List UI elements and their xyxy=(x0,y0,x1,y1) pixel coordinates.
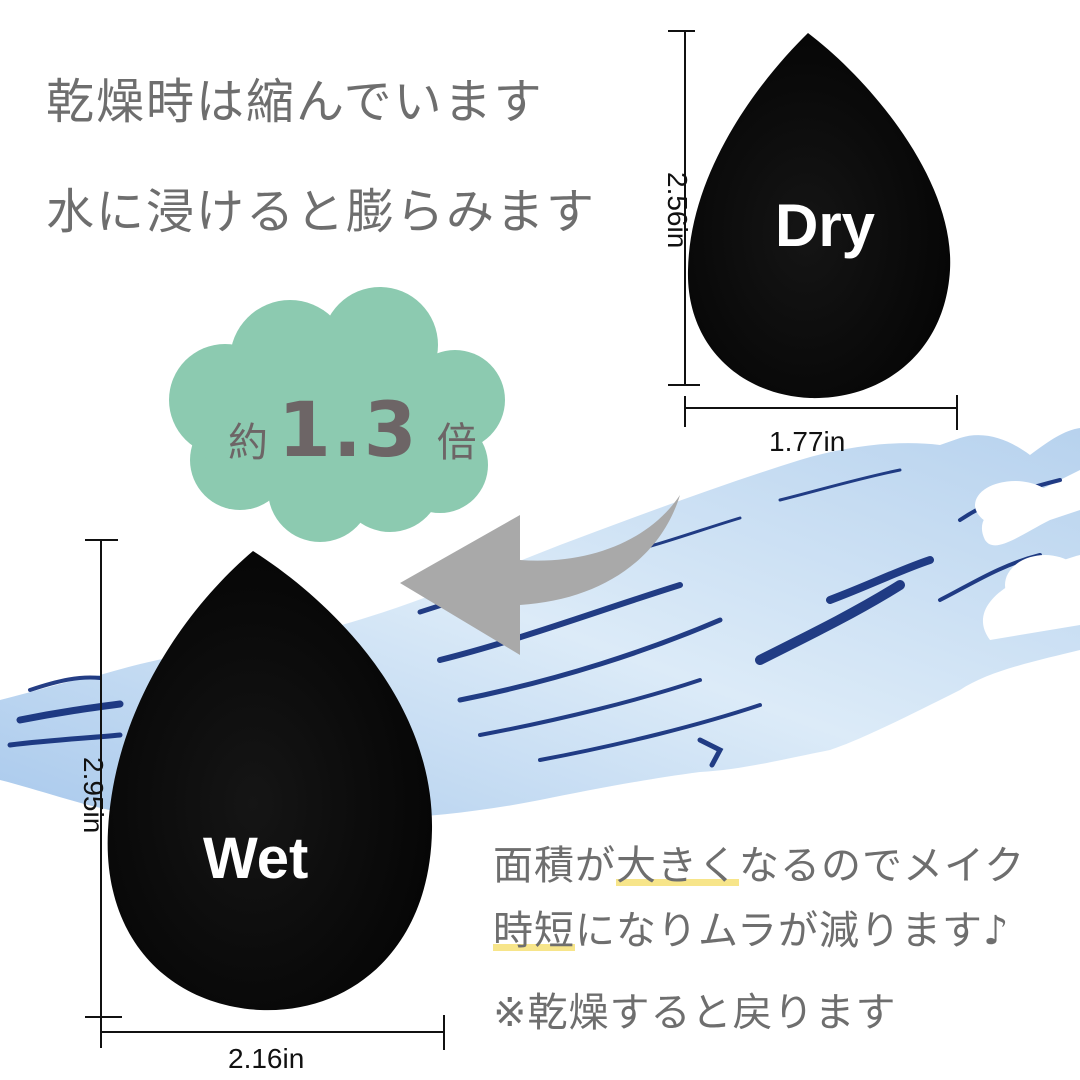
expansion-ratio-badge: 約 1.3 倍 xyxy=(228,385,477,474)
wet-sponge-image xyxy=(107,551,433,1011)
wet-height-label: 2.95in xyxy=(78,757,109,834)
wet-label: Wet xyxy=(203,826,309,891)
dry-height-label: 2.56in xyxy=(662,172,693,249)
dry-width-label: 1.77in xyxy=(769,426,846,457)
caption-larger-area: 面積が大きくなるのでメイク xyxy=(493,843,1026,889)
caption-time-saving: 時短になりムラが減ります♪ xyxy=(493,908,1010,954)
wet-width-label: 2.16in xyxy=(228,1043,305,1074)
badge-suffix: 倍 xyxy=(436,420,477,466)
caption-returns-when-dry: ※乾燥すると戻ります xyxy=(493,990,897,1036)
highlighted-text: 大きく xyxy=(616,843,739,889)
caption-text: 面積が xyxy=(493,843,616,889)
heading-shrinks-when-dry: 乾燥時は縮んでいます xyxy=(46,74,544,130)
highlighted-text: 時短 xyxy=(493,908,575,954)
dry-label: Dry xyxy=(775,192,876,259)
wet-dimension-lines xyxy=(85,539,445,1050)
dry-dimension-lines xyxy=(668,30,958,430)
dry-sponge-image xyxy=(687,33,951,399)
curved-arrow-icon xyxy=(400,495,680,655)
cloud-badge-shape xyxy=(169,287,505,542)
badge-prefix: 約 xyxy=(228,420,268,466)
heading-expands-in-water: 水に浸けると膨らみます xyxy=(46,184,597,240)
caption-text: になりムラが減ります♪ xyxy=(575,908,1010,954)
badge-value: 1.3 xyxy=(278,385,419,474)
caption-text: なるのでメイク xyxy=(739,843,1026,889)
